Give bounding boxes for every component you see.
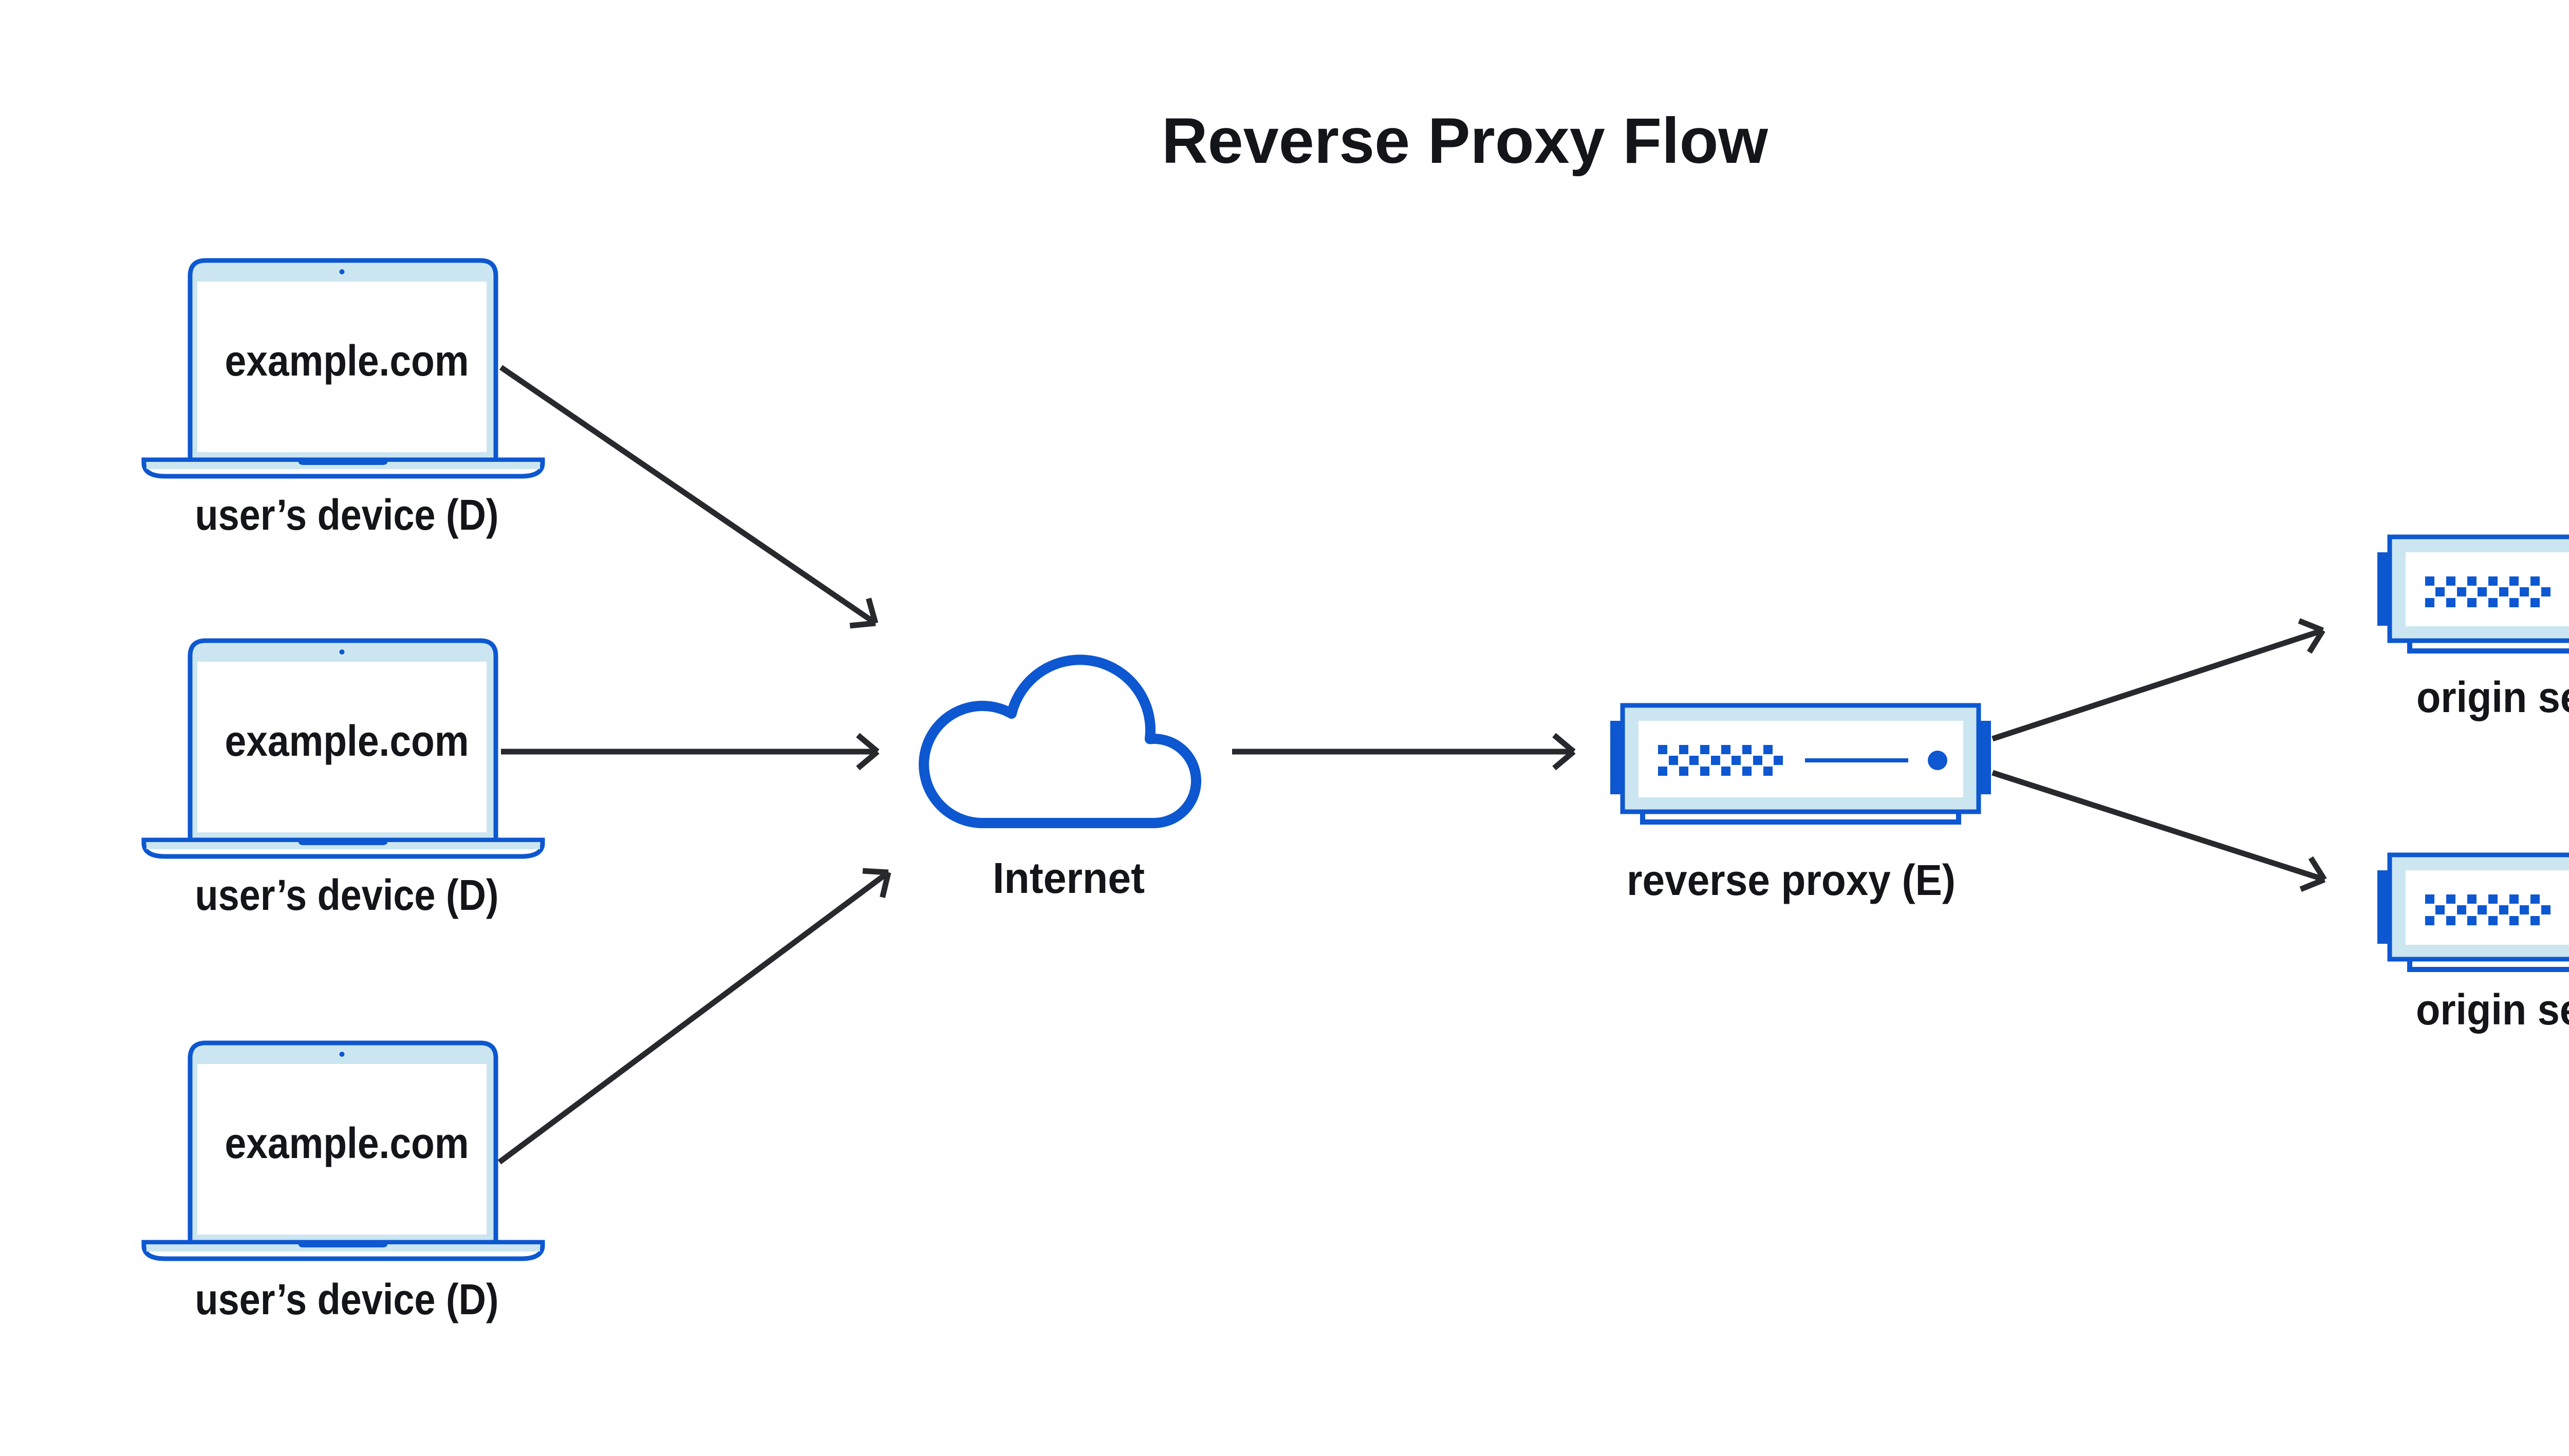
svg-text:example.com: example.com xyxy=(225,1119,469,1167)
svg-text:example.com: example.com xyxy=(225,337,469,385)
svg-text:example.com: example.com xyxy=(225,717,469,765)
svg-text:Internet: Internet xyxy=(993,854,1145,902)
svg-text:user’s device (D): user’s device (D) xyxy=(195,491,499,539)
svg-text:reverse proxy (E): reverse proxy (E) xyxy=(1627,856,1956,904)
svg-text:origin server (F): origin server (F) xyxy=(2416,673,2569,721)
svg-text:Reverse Proxy Flow: Reverse Proxy Flow xyxy=(1162,105,1768,177)
svg-text:origin server (F): origin server (F) xyxy=(2416,985,2569,1034)
svg-text:user’s device (D): user’s device (D) xyxy=(195,871,499,919)
svg-text:user’s device (D): user’s device (D) xyxy=(195,1275,499,1323)
